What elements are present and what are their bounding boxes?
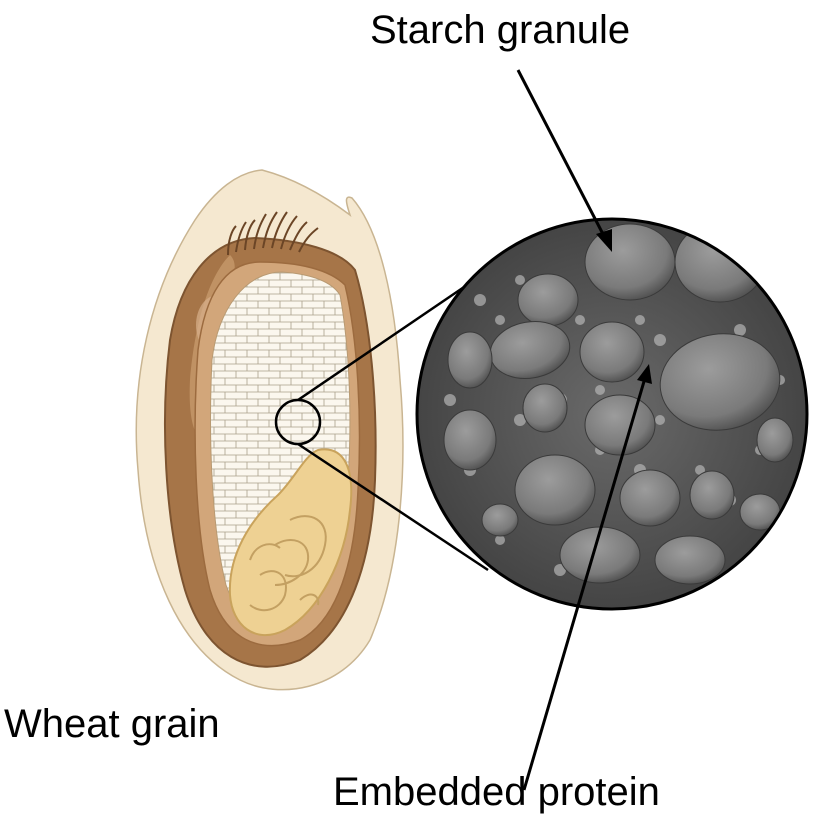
wheat-grain-illustration: [136, 170, 403, 690]
label-starch-granule: Starch granule: [370, 8, 630, 52]
label-embedded-protein: Embedded protein: [333, 770, 660, 814]
label-wheat-grain: Wheat grain: [4, 702, 220, 746]
micrograph: [412, 214, 812, 614]
